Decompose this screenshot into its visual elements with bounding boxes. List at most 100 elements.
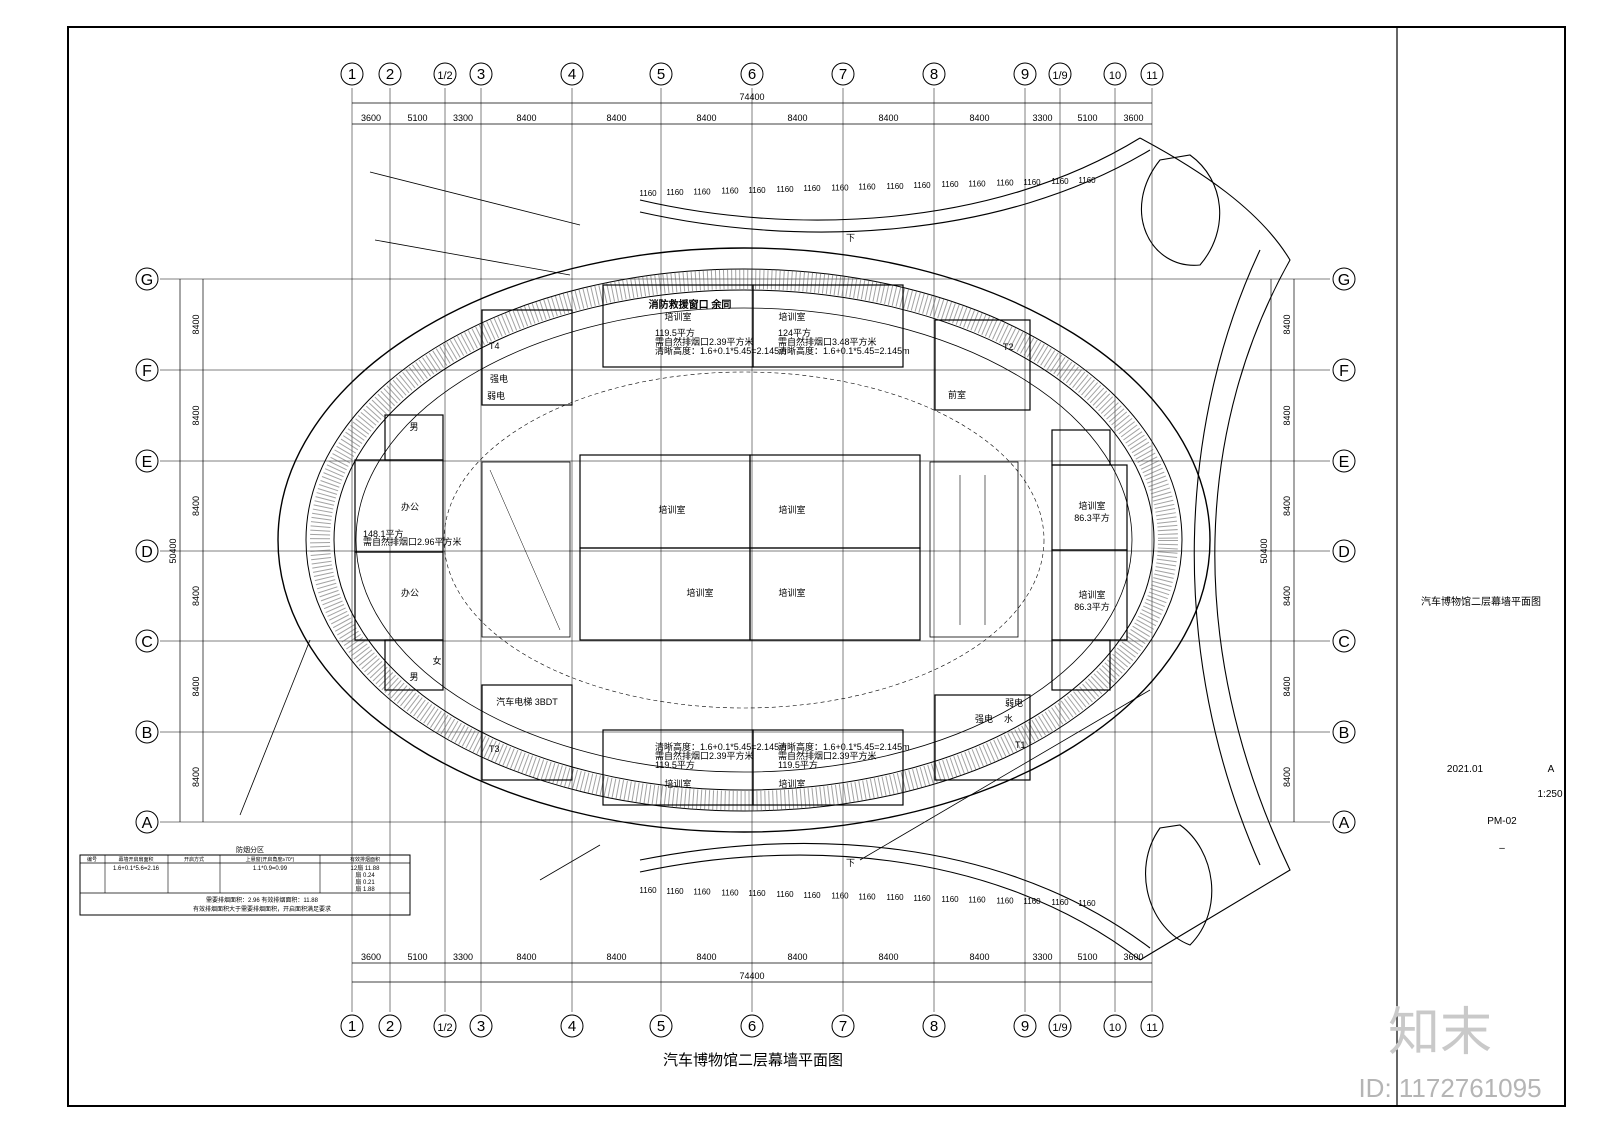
- grid-label-col-3-bottom: 3: [477, 1018, 485, 1035]
- dim-col-bottom-0: 3600: [361, 952, 381, 962]
- training-room-c2: [749, 454, 921, 549]
- room-label-training-n1: 培训室: [664, 311, 691, 322]
- grid-label-col-2-top: 2: [386, 66, 394, 83]
- grid-bubble-col-3-top: [469, 62, 493, 86]
- core-nw: [481, 309, 573, 406]
- grid-bubble-row-D-right: [1332, 539, 1356, 563]
- grid-label-row-F-left: F: [142, 363, 152, 380]
- dim-row-left-2: 8400: [191, 496, 201, 516]
- curtain-wall-hatch: [310, 269, 1178, 811]
- dim-col-top-8: 8400: [969, 113, 989, 123]
- panel-label-bottom-4: 1160: [748, 889, 766, 898]
- panel-label-top-11: 1160: [941, 180, 959, 189]
- dim-col-bottom-3: 8400: [516, 952, 536, 962]
- floor-slab-edge: [355, 307, 1133, 773]
- grid-bubble-col-10-top: [1103, 62, 1127, 86]
- stair-t4: T4: [489, 341, 500, 351]
- panel-label-top-16: 1160: [1078, 176, 1096, 185]
- panel-label-bottom-15: 1160: [1051, 898, 1069, 907]
- dim-col-bottom-2: 3300: [453, 952, 473, 962]
- panel-label-bottom-0: 1160: [639, 886, 657, 895]
- grid-label-col-8-bottom: 8: [930, 1018, 938, 1035]
- room-smoke-n2: 需自然排烟口3.48平方米: [778, 336, 877, 347]
- training-room-s2: [752, 729, 904, 806]
- grid-bubble-col-7-bottom: [831, 1014, 855, 1038]
- dim-row-right-1: 8400: [1282, 405, 1292, 425]
- curtain-wall-inner: [333, 289, 1155, 791]
- grid-label-row-A-left: A: [142, 815, 153, 832]
- services-e-top: [1051, 429, 1111, 466]
- schedule-caption: 防烟分区: [236, 845, 264, 854]
- schedule-h2: 幕墙开启扇面积: [118, 856, 153, 863]
- room-label-training-s2: 培训室: [778, 778, 805, 789]
- grid-bubble-col-1-2-top: [433, 62, 457, 86]
- room-label-water-se: 水: [1004, 713, 1013, 724]
- panel-label-top-14: 1160: [1023, 178, 1041, 187]
- grid-bubble-row-E-left: [135, 449, 159, 473]
- dim-col-top-6: 8400: [787, 113, 807, 123]
- grid-bubble-row-A-left: [135, 810, 159, 834]
- drawing-title: 汽车博物馆二层幕墙平面图: [663, 1052, 843, 1069]
- room-label-training-e2: 培训室: [1078, 589, 1105, 600]
- grid-bubble-col-10-bottom: [1103, 1014, 1127, 1038]
- panel-label-top-10: 1160: [913, 181, 931, 190]
- room-clear-s1: 清晰高度：1.6+0.1*5.45=2.145m: [655, 741, 787, 752]
- panel-label-bottom-9: 1160: [886, 893, 904, 902]
- grid-bubble-row-F-left: [135, 358, 159, 382]
- grid-bubble-col-11-top: [1140, 62, 1164, 86]
- grid-label-col-9-top: 9: [1021, 66, 1029, 83]
- grid-bubble-col-1-top: [340, 62, 364, 86]
- room-note-rescue: 消防救援窗口 余同: [649, 298, 732, 311]
- dim-col-bottom-4: 8400: [606, 952, 626, 962]
- grid-label-col-5-bottom: 5: [657, 1018, 665, 1035]
- grid-bubble-row-G-right: [1332, 267, 1356, 291]
- dim-col-bottom-6: 8400: [787, 952, 807, 962]
- room-label-training-c4: 培训室: [778, 587, 805, 598]
- room-label-weak-nw: 弱电: [487, 390, 505, 401]
- grid-bubble-row-E-right: [1332, 449, 1356, 473]
- dim-col-top-4: 8400: [606, 113, 626, 123]
- grid-bubble-row-A-right: [1332, 810, 1356, 834]
- panel-label-bottom-7: 1160: [831, 892, 849, 901]
- grid-label-col-1-2-top: 1/2: [437, 70, 452, 82]
- grid-label-col-2-bottom: 2: [386, 1018, 394, 1035]
- panel-label-top-5: 1160: [776, 185, 794, 194]
- void-diagonal: [489, 469, 561, 631]
- schedule-r1c4: 1.1*0.9=0.99: [253, 866, 288, 872]
- room-label-strong-se: 强电: [975, 713, 993, 724]
- watermark-brand: 知末: [1388, 1004, 1492, 1062]
- grid-label-col-11-top: 11: [1146, 70, 1157, 82]
- title-block-scale: 1:250: [1537, 789, 1562, 800]
- panel-label-bottom-10: 1160: [913, 894, 931, 903]
- grid-bubble-col-9-bottom: [1013, 1014, 1037, 1038]
- room-area-n1: 119.5平方: [655, 327, 695, 338]
- dim-col-bottom-7: 8400: [878, 952, 898, 962]
- dim-total-width-bottom: 74400: [739, 971, 764, 981]
- room-label-female-bottom: 女: [432, 655, 441, 666]
- stair-t2: T2: [1003, 342, 1014, 352]
- right-ramp-inner: [1193, 249, 1261, 866]
- grid-label-col-1-bottom: 1: [348, 1018, 356, 1035]
- grid-bubble-col-5-top: [649, 62, 673, 86]
- dim-col-bottom-11: 3600: [1123, 952, 1143, 962]
- panel-label-bottom-13: 1160: [996, 896, 1014, 905]
- grid-label-row-E-left: E: [142, 454, 153, 471]
- panel-label-top-4: 1160: [748, 186, 766, 195]
- leader-line-5: [539, 844, 601, 881]
- panel-label-top-2: 1160: [693, 187, 711, 196]
- schedule-h3: 开启方式: [184, 856, 204, 863]
- schedule-r3c5: 扇 0.21: [355, 878, 375, 886]
- schedule-r2c5: 扇 0.24: [355, 871, 375, 879]
- grid-bubble-col-2-bottom: [378, 1014, 402, 1038]
- training-room-c1: [579, 454, 751, 549]
- room-label-front-ne: 前室: [948, 389, 966, 400]
- room-label-elevator: 汽车电梯 3BDT: [496, 696, 558, 707]
- title-block: 汽车博物馆二层幕墙平面图 2021.01 A 1:250 PM-02 – 知末 …: [1358, 595, 1563, 1103]
- panel-label-top-12: 1160: [968, 179, 986, 188]
- office-w2: [354, 551, 444, 641]
- panel-label-bottom-2: 1160: [693, 888, 711, 897]
- dim-col-top-9: 3300: [1032, 113, 1052, 123]
- grid-label-col-10-top: 10: [1109, 70, 1121, 82]
- panel-label-top-3: 1160: [721, 187, 739, 196]
